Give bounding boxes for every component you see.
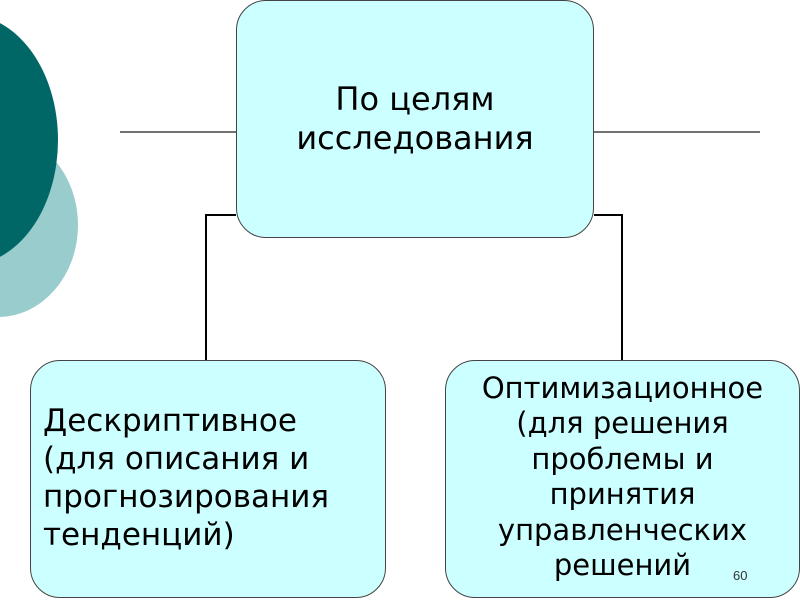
optimization-node-text: Оптимизационное (для решения проблемы и … (481, 371, 764, 582)
left-branch-connector (205, 214, 236, 360)
descriptive-node: Дескриптивное (для описания и прогнозиро… (30, 360, 386, 598)
descriptive-node-text: Дескриптивное (для описания и прогнозиро… (43, 403, 330, 553)
root-node-text: По целям исследования (296, 79, 534, 157)
dark-teal-circle (0, 23, 58, 257)
right-branch-connector (594, 214, 623, 360)
page-number: 60 (733, 568, 748, 583)
root-node: По целям исследования (236, 0, 594, 238)
optimization-node: Оптимизационное (для решения проблемы и … (445, 360, 800, 598)
